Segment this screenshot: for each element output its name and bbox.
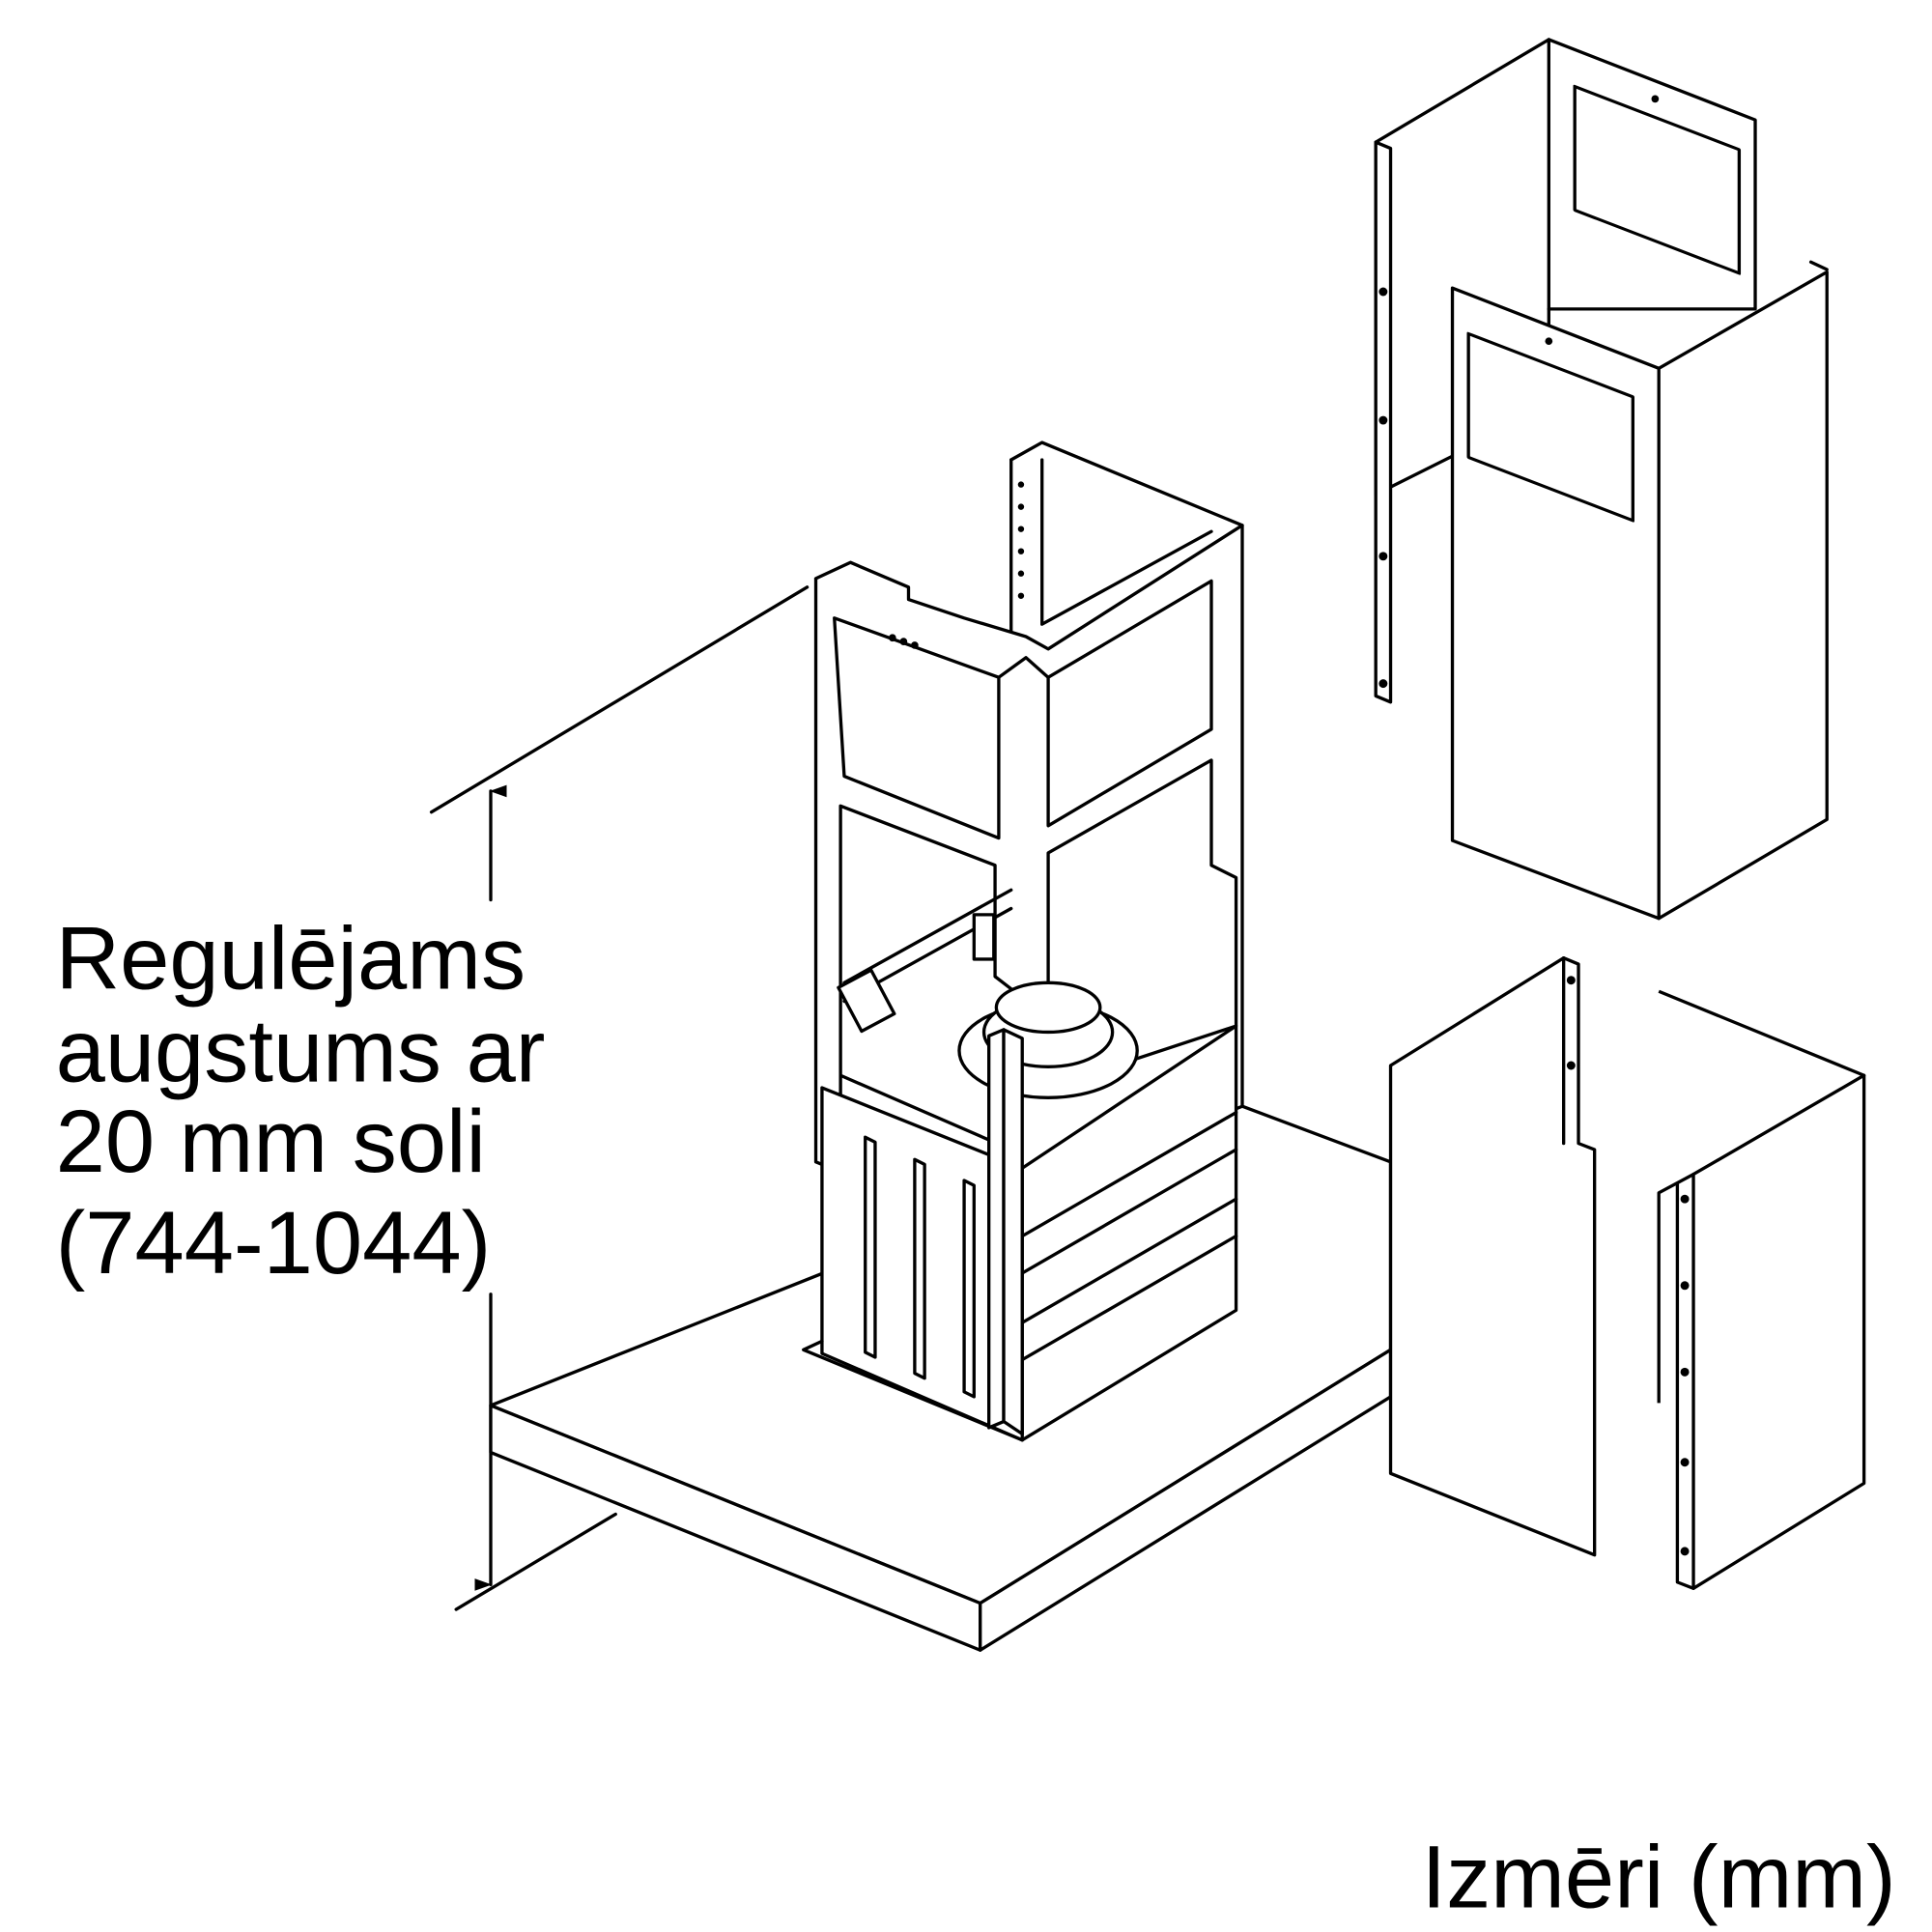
support-frame — [813, 440, 1244, 1174]
height-label-line-4: (744-1044) — [56, 1193, 492, 1293]
height-label-line-1: Regulējams — [56, 909, 526, 1009]
motor-housing — [802, 1024, 1238, 1442]
upper-chimney-section — [1374, 38, 1829, 921]
dimensions-unit-label: Izmēri (mm) — [1422, 1827, 1896, 1926]
height-label-line-2: augstums ar — [56, 1002, 546, 1101]
vent-grille — [1466, 84, 1742, 523]
lower-chimney-section — [1388, 956, 1866, 1590]
height-label-line-3: 20 mm soli — [56, 1092, 486, 1191]
